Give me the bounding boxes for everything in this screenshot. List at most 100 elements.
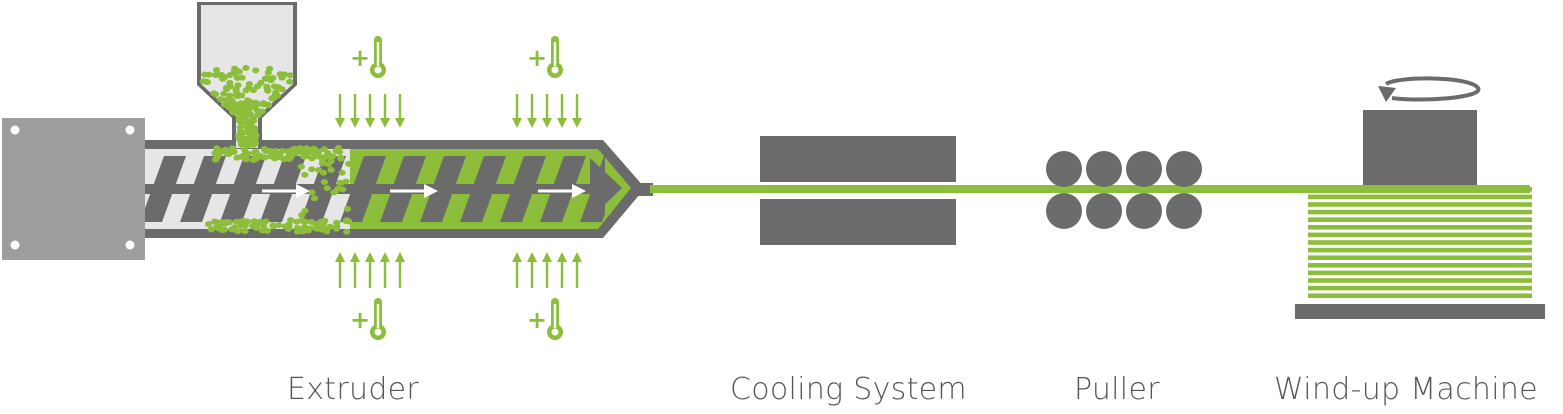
motor-housing xyxy=(2,118,145,260)
pellet xyxy=(241,147,249,154)
screw-tip xyxy=(590,158,622,219)
coil-layer xyxy=(1308,194,1532,200)
pellet xyxy=(212,91,220,98)
pellet xyxy=(228,148,236,155)
heat-arrow-head xyxy=(512,118,522,128)
pellet xyxy=(256,153,264,160)
pellet xyxy=(252,67,260,74)
flow-arrows xyxy=(262,184,586,198)
pellet xyxy=(327,166,335,173)
pellet xyxy=(337,179,345,186)
pellet xyxy=(337,155,345,162)
pellet xyxy=(199,78,207,85)
plus-symbol: + xyxy=(527,306,547,334)
pellet xyxy=(327,158,335,165)
heat-arrow-head xyxy=(512,252,522,262)
pellet xyxy=(278,86,286,93)
coil-layer xyxy=(1308,278,1532,283)
coil-layer xyxy=(1308,217,1532,222)
plus-symbol: + xyxy=(350,306,370,334)
pellet xyxy=(233,74,241,81)
pellet xyxy=(215,225,223,232)
flow-arrow-3 xyxy=(538,184,586,198)
heat-arrows xyxy=(335,94,582,288)
pellet xyxy=(205,221,213,228)
pellet xyxy=(222,84,231,91)
pellet xyxy=(215,151,223,158)
plus-symbol: + xyxy=(527,44,547,72)
pellet xyxy=(241,228,249,235)
pellet xyxy=(217,71,226,78)
heat-arrow-head xyxy=(557,118,567,128)
pellet xyxy=(251,125,259,132)
pellet xyxy=(232,218,240,225)
plus-symbol: + xyxy=(350,44,370,72)
hopper-pellets xyxy=(199,65,294,149)
pellet xyxy=(235,103,243,110)
pellet xyxy=(326,153,334,159)
pellet xyxy=(320,146,328,153)
heat-arrow-head xyxy=(572,118,582,128)
pellet xyxy=(268,95,276,102)
pellet xyxy=(262,218,270,225)
screw-flight xyxy=(180,156,226,222)
flow-arrow-1 xyxy=(262,184,310,198)
screw-flight xyxy=(460,156,506,222)
pellet xyxy=(216,96,225,103)
pellet xyxy=(245,84,253,91)
label-extruder: Extruder xyxy=(287,372,420,407)
coil-layer xyxy=(1308,255,1532,260)
coil-layer xyxy=(1308,232,1532,238)
pellet xyxy=(342,218,350,224)
pellet xyxy=(243,123,251,130)
pellet xyxy=(220,101,229,108)
coil-layer xyxy=(1308,270,1532,276)
pellet xyxy=(290,146,298,153)
screw-flight xyxy=(220,156,266,222)
pellet xyxy=(278,74,286,81)
heat-arrow-head xyxy=(335,118,345,128)
screw-flight xyxy=(380,156,426,222)
label-cooling-system: Cooling System xyxy=(730,372,967,407)
hopper xyxy=(197,2,297,149)
pellet xyxy=(251,104,259,111)
coil-layer xyxy=(1308,225,1532,230)
pellet xyxy=(269,75,277,81)
pellet xyxy=(220,90,228,97)
heat-arrow-head xyxy=(395,252,405,262)
pellet xyxy=(234,133,243,140)
screw-flight xyxy=(420,156,466,222)
pellet xyxy=(319,220,328,227)
pellet xyxy=(343,228,351,235)
pellet xyxy=(333,219,341,226)
extruder-screw xyxy=(145,156,605,222)
thermometer-icon: + xyxy=(527,36,563,78)
screw-flight xyxy=(300,156,346,222)
pellet xyxy=(302,148,310,155)
heat-arrow-head xyxy=(527,252,537,262)
heat-arrow-head xyxy=(395,118,405,128)
pellet xyxy=(252,132,260,139)
pellet xyxy=(221,220,229,227)
pellet xyxy=(310,195,319,202)
thermometers: + + + + xyxy=(350,36,563,340)
screw-flight xyxy=(540,156,586,222)
pellet xyxy=(323,185,331,191)
heat-arrow-head xyxy=(557,252,567,262)
pellet xyxy=(303,153,311,160)
pellet xyxy=(233,154,241,161)
pellet xyxy=(247,111,255,118)
pellet xyxy=(213,145,221,152)
coil-layer xyxy=(1308,285,1532,291)
pellet xyxy=(320,179,328,185)
heat-arrow-head xyxy=(335,252,345,262)
pellet xyxy=(226,92,234,99)
heat-arrow-head xyxy=(380,252,390,262)
pellet xyxy=(301,171,309,178)
pellet xyxy=(338,169,346,176)
windup-machine xyxy=(1295,76,1545,319)
screw-flight xyxy=(340,156,386,222)
pellet xyxy=(284,148,292,155)
rotation-arrow-icon xyxy=(1378,76,1481,102)
